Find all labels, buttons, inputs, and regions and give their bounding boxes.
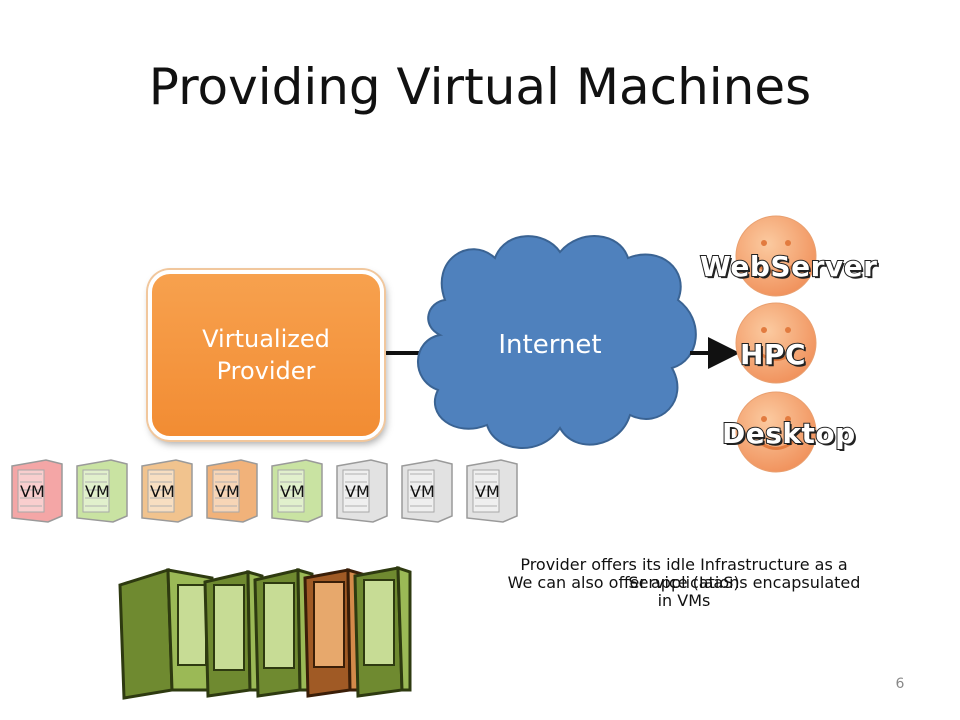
server-tower-orange-icon xyxy=(303,568,364,698)
client-label-hpc: HPC xyxy=(739,337,807,372)
page-title: Providing Virtual Machines xyxy=(148,58,812,116)
vm-server-icon xyxy=(336,459,388,523)
vm-label: VM xyxy=(20,482,45,501)
internet-cloud-icon xyxy=(417,235,697,450)
client-webserver-face-icon xyxy=(735,215,817,297)
vm-server-icon xyxy=(271,459,323,523)
internet-label: Internet xyxy=(498,330,602,360)
vm-server-icon xyxy=(11,459,63,523)
client-label-webserver: WebServer xyxy=(699,249,878,284)
client-desktop-face-icon xyxy=(735,391,817,473)
vm-label: VM xyxy=(345,482,370,501)
vm-label: VM xyxy=(410,482,435,501)
vm-server-icon xyxy=(401,459,453,523)
vm-label: VM xyxy=(280,482,305,501)
client-label-desktop: Desktop xyxy=(721,416,856,451)
server-tower-icon xyxy=(353,565,412,698)
vm-server-icon xyxy=(141,459,193,523)
vm-label: VM xyxy=(85,482,110,501)
caption-iaas: Provider offers its idle Infrastructure … xyxy=(520,555,848,592)
vm-server-icon xyxy=(76,459,128,523)
vm-server-icon xyxy=(206,459,258,523)
server-tower-icon xyxy=(253,568,314,698)
page-number: 6 xyxy=(895,676,905,692)
client-hpc-face-icon xyxy=(735,302,817,384)
caption-applications: We can also offer applications encapsula… xyxy=(507,573,861,610)
vm-label: VM xyxy=(150,482,175,501)
physical-servers-icon xyxy=(118,565,412,700)
vm-label: VM xyxy=(475,482,500,501)
server-tower-icon xyxy=(203,570,264,698)
vm-label: VM xyxy=(215,482,240,501)
vm-server-icons xyxy=(11,459,518,523)
server-tower-icon xyxy=(118,567,216,700)
virtualized-provider-box: Virtualized Provider xyxy=(148,270,384,440)
vm-server-icon xyxy=(466,459,518,523)
